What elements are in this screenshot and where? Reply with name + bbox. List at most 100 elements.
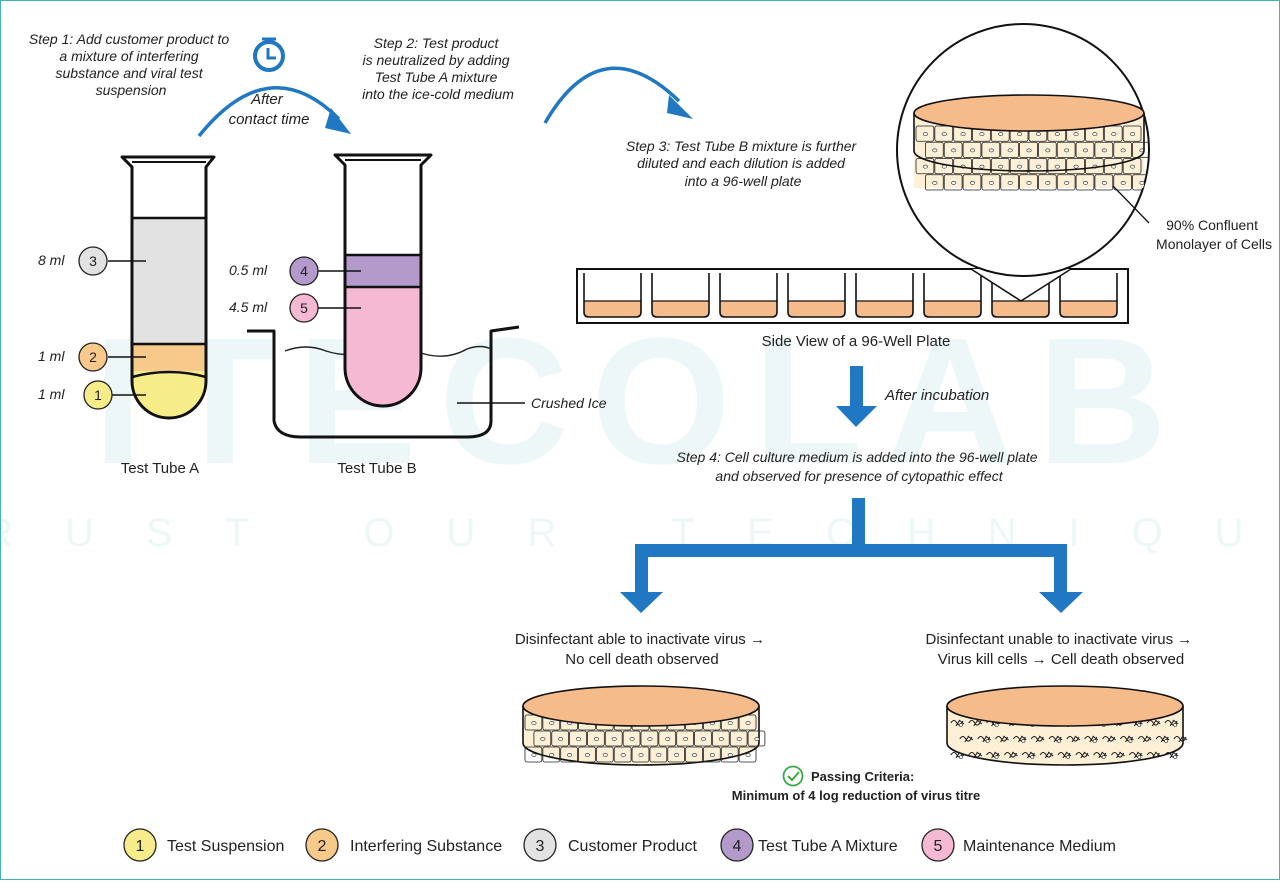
cell (925, 141, 944, 158)
cell-nucleus (549, 721, 555, 725)
clock-icon (253, 37, 285, 72)
cell-nucleus (988, 180, 994, 185)
well (719, 273, 778, 318)
cell-nucleus (1130, 132, 1136, 137)
dead-cell-nucleus (1173, 723, 1177, 727)
cell-nucleus (665, 737, 671, 741)
legend-item-4: 4 Test Tube A Mixture (720, 828, 898, 862)
dead-cell-fragment (995, 735, 1009, 743)
cell-nucleus (1120, 180, 1126, 185)
cell-nucleus (998, 164, 1004, 169)
cell-nucleus (1111, 132, 1117, 137)
svg-text:1: 1 (136, 838, 145, 855)
cell (604, 730, 623, 747)
cell-nucleus (709, 753, 715, 757)
svg-text:Minimum of 4 log reduction of: Minimum of 4 log reduction of virus titr… (732, 788, 980, 803)
cell (1075, 141, 1095, 158)
cell (1113, 174, 1132, 191)
cell (1000, 174, 1019, 191)
dead-cell-nucleus (1173, 755, 1177, 759)
cell (587, 730, 605, 747)
svg-text:1 ml: 1 ml (38, 386, 65, 402)
cell-nucleus (1073, 132, 1079, 137)
cell-nucleus (584, 753, 590, 757)
well (855, 273, 914, 318)
cell-nucleus (692, 753, 698, 757)
cell-nucleus (1064, 148, 1070, 153)
cell (1028, 158, 1048, 175)
svg-text:90% Confluent Monolayer: 90% Confluent Monolayer of Cells (1156, 217, 1272, 252)
well (1059, 273, 1118, 318)
cell (1009, 158, 1029, 175)
cell (729, 730, 748, 747)
cell-nucleus (922, 132, 928, 137)
cell-nucleus (656, 753, 662, 757)
cell-nucleus (611, 737, 617, 741)
cell (915, 158, 935, 175)
dead-cell-nucleus (1101, 755, 1106, 759)
step2-text: Step 2: Test product is neutralized by a… (362, 35, 514, 102)
cell-nucleus (1035, 132, 1041, 137)
cell (1094, 174, 1114, 191)
cell (560, 746, 578, 763)
tube-a-marker-3: 8 ml 3 (38, 246, 146, 276)
svg-text:2: 2 (89, 349, 97, 365)
cell (694, 730, 712, 747)
svg-text:5: 5 (300, 300, 308, 316)
cell-nucleus (1017, 132, 1023, 137)
dead-cell-nucleus (1030, 755, 1035, 759)
cell (542, 746, 561, 763)
cell (981, 174, 1001, 191)
cell-nucleus (674, 753, 680, 757)
cell-nucleus (1007, 180, 1013, 185)
legend: 1 Test Suspension 2 Interfering Substanc… (123, 828, 1116, 862)
cell (613, 746, 632, 763)
cell-nucleus (979, 164, 985, 169)
dead-cell-nucleus (959, 723, 963, 727)
check-circle-icon (782, 765, 804, 787)
dead-cell-fragment (1039, 751, 1054, 759)
monolayer-callout: 90% Confluent Monolayer of Cells (1112, 185, 1272, 252)
legend-item-3: 3 Customer Product (523, 828, 697, 862)
legend-item-5: 5 Maintenance Medium (921, 828, 1116, 862)
dead-cell-fragment (1173, 735, 1188, 743)
svg-text:Passing Criteria:: Passing Criteria: (811, 769, 914, 784)
cell-nucleus (718, 737, 724, 741)
cell (981, 141, 1001, 158)
curved-arrow-to-plate (543, 66, 693, 124)
svg-text:Test Suspension: Test Suspension (167, 838, 284, 855)
cell (685, 746, 703, 763)
cell-nucleus (558, 737, 564, 741)
cell-nucleus (638, 753, 644, 757)
dead-cell-nucleus (1137, 723, 1142, 727)
cell-nucleus (593, 737, 599, 741)
step4-text: Step 4: Cell culture medium is added int… (677, 449, 1042, 484)
cell-nucleus (1130, 164, 1136, 169)
cell-nucleus (1083, 180, 1089, 185)
cell-nucleus (932, 148, 938, 153)
dead-cell-nucleus (1066, 755, 1070, 759)
cell-nucleus (1120, 148, 1126, 153)
down-arrow-incubation (836, 366, 877, 427)
cell-nucleus (531, 753, 537, 757)
cell (1000, 141, 1019, 158)
cell (1113, 141, 1132, 158)
cell-nucleus (1017, 164, 1023, 169)
dead-cell-fragment (1146, 751, 1161, 759)
cell-nucleus (567, 753, 573, 757)
cell-nucleus (1101, 180, 1107, 185)
cell-nucleus (1054, 132, 1060, 137)
dead-cell-fragment (959, 735, 974, 743)
svg-text:Crushed Ice: Crushed Ice (531, 395, 607, 411)
cell (1094, 141, 1114, 158)
dead-cell-nucleus (994, 723, 999, 727)
cell-nucleus (629, 737, 635, 741)
cell-nucleus (754, 737, 760, 741)
outcome-left-text: Disinfectant able to inactivate virus → … (515, 631, 769, 668)
cell-nucleus (1092, 132, 1098, 137)
dead-cell-fragment (968, 751, 983, 759)
cell (1056, 141, 1076, 158)
dead-cell-fragment (1030, 735, 1045, 743)
dead-cell-fragment (1137, 735, 1152, 743)
